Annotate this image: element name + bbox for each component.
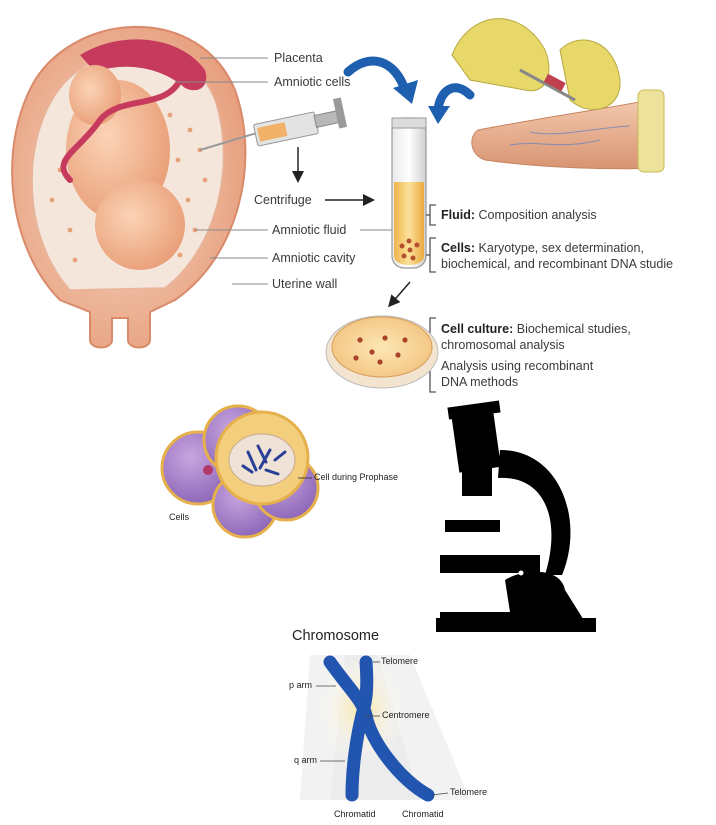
label-cells: Cells bbox=[169, 512, 189, 522]
dna-text-1: Analysis using recombinant bbox=[441, 359, 593, 373]
label-prophase: Cell during Prophase bbox=[314, 472, 398, 482]
label-telomere-bottom: Telomere bbox=[450, 787, 487, 797]
blue-arrow-right bbox=[428, 88, 470, 124]
uterus-illustration bbox=[12, 27, 245, 348]
arm-illustration bbox=[452, 19, 664, 172]
fluid-head: Fluid: bbox=[441, 208, 475, 222]
cells-head: Cells: bbox=[441, 241, 475, 255]
label-telomere-top: Telomere bbox=[381, 656, 418, 666]
fluid-text: Composition analysis bbox=[479, 208, 597, 222]
label-placenta: Placenta bbox=[274, 51, 323, 65]
label-amniotic-fluid: Amniotic fluid bbox=[272, 223, 346, 237]
label-p-arm: p arm bbox=[289, 680, 312, 690]
cells-analysis: Cells: Karyotype, sex determination, bbox=[441, 241, 644, 255]
label-centromere: Centromere bbox=[382, 710, 430, 720]
fluid-analysis: Fluid: Composition analysis bbox=[441, 208, 597, 222]
label-uterine-wall: Uterine wall bbox=[272, 277, 337, 291]
cells-text-2: biochemical, and recombinant DNA studie bbox=[441, 257, 673, 271]
label-centrifuge: Centrifuge bbox=[254, 193, 312, 207]
culture-text-2: chromosomal analysis bbox=[441, 338, 565, 352]
blue-arrow-left bbox=[348, 61, 418, 104]
culture-head: Cell culture: bbox=[441, 322, 513, 336]
diag-arrow bbox=[390, 282, 410, 305]
petri-dish bbox=[326, 316, 438, 388]
dna-text-2: DNA methods bbox=[441, 375, 518, 389]
culture-analysis: Cell culture: Biochemical studies, bbox=[441, 322, 631, 336]
culture-text-1: Biochemical studies, bbox=[517, 322, 631, 336]
label-chromatid-right: Chromatid bbox=[402, 809, 444, 819]
microscope-icon bbox=[436, 400, 596, 632]
label-chromatid-left: Chromatid bbox=[334, 809, 376, 819]
chromosome-diagram bbox=[300, 655, 470, 800]
label-amniotic-cells: Amniotic cells bbox=[274, 75, 350, 89]
test-tube bbox=[392, 118, 426, 268]
chromosome-title: Chromosome bbox=[292, 628, 379, 644]
label-amniotic-cavity: Amniotic cavity bbox=[272, 251, 355, 265]
cells-text-1: Karyotype, sex determination, bbox=[479, 241, 644, 255]
label-q-arm: q arm bbox=[294, 755, 317, 765]
